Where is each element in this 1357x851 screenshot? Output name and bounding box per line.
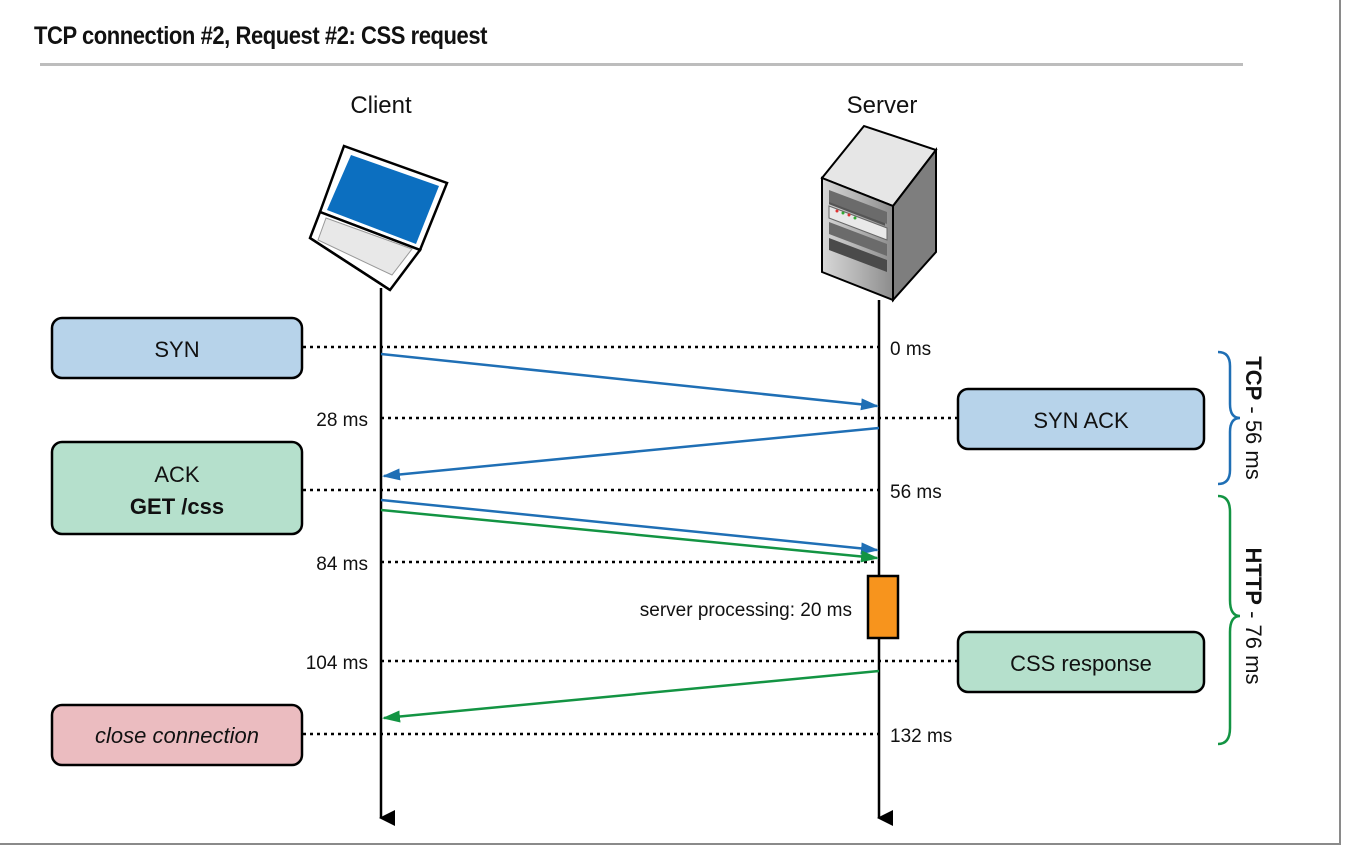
syn-ack-arrow xyxy=(382,426,880,481)
server-label: Server xyxy=(847,92,918,119)
server-processing-bar xyxy=(866,574,900,640)
tcp-brace xyxy=(1217,350,1241,486)
title-divider xyxy=(40,63,1243,66)
syn-ack-label: SYN ACK xyxy=(1033,408,1129,433)
close-connection-label: close connection xyxy=(95,723,259,748)
ack-arrow xyxy=(380,498,879,555)
ack-get-box: ACK GET /css xyxy=(50,440,304,536)
get-css-arrow xyxy=(380,508,879,563)
css-response-arrow xyxy=(382,669,880,723)
time-label-104: 104 ms xyxy=(306,653,368,674)
get-css-label: GET /css xyxy=(130,494,224,519)
syn-ack-box: SYN ACK xyxy=(956,387,1206,451)
client-label: Client xyxy=(350,92,412,119)
time-label-84: 84 ms xyxy=(316,554,368,575)
close-connection-box: close connection xyxy=(50,703,304,767)
ack-label: ACK xyxy=(154,462,200,487)
server-processing-label: server processing: 20 ms xyxy=(640,600,852,621)
http-phase-label: HTTP - 76 ms xyxy=(1241,548,1266,685)
server-icon xyxy=(820,124,938,303)
css-response-label: CSS response xyxy=(1010,651,1152,676)
diagram-title: TCP connection #2, Request #2: CSS reque… xyxy=(34,22,488,50)
css-response-box: CSS response xyxy=(956,630,1206,694)
syn-label: SYN xyxy=(154,337,199,362)
syn-arrow xyxy=(380,352,879,411)
syn-box: SYN xyxy=(50,316,304,380)
time-label-132: 132 ms xyxy=(890,726,952,747)
time-gridlines xyxy=(303,345,958,736)
http-brace xyxy=(1217,494,1241,746)
time-label-0: 0 ms xyxy=(890,339,931,360)
time-label-28: 28 ms xyxy=(316,410,368,431)
laptop-icon xyxy=(308,144,449,292)
time-label-56: 56 ms xyxy=(890,482,942,503)
tcp-phase-label: TCP - 56 ms xyxy=(1241,356,1266,479)
